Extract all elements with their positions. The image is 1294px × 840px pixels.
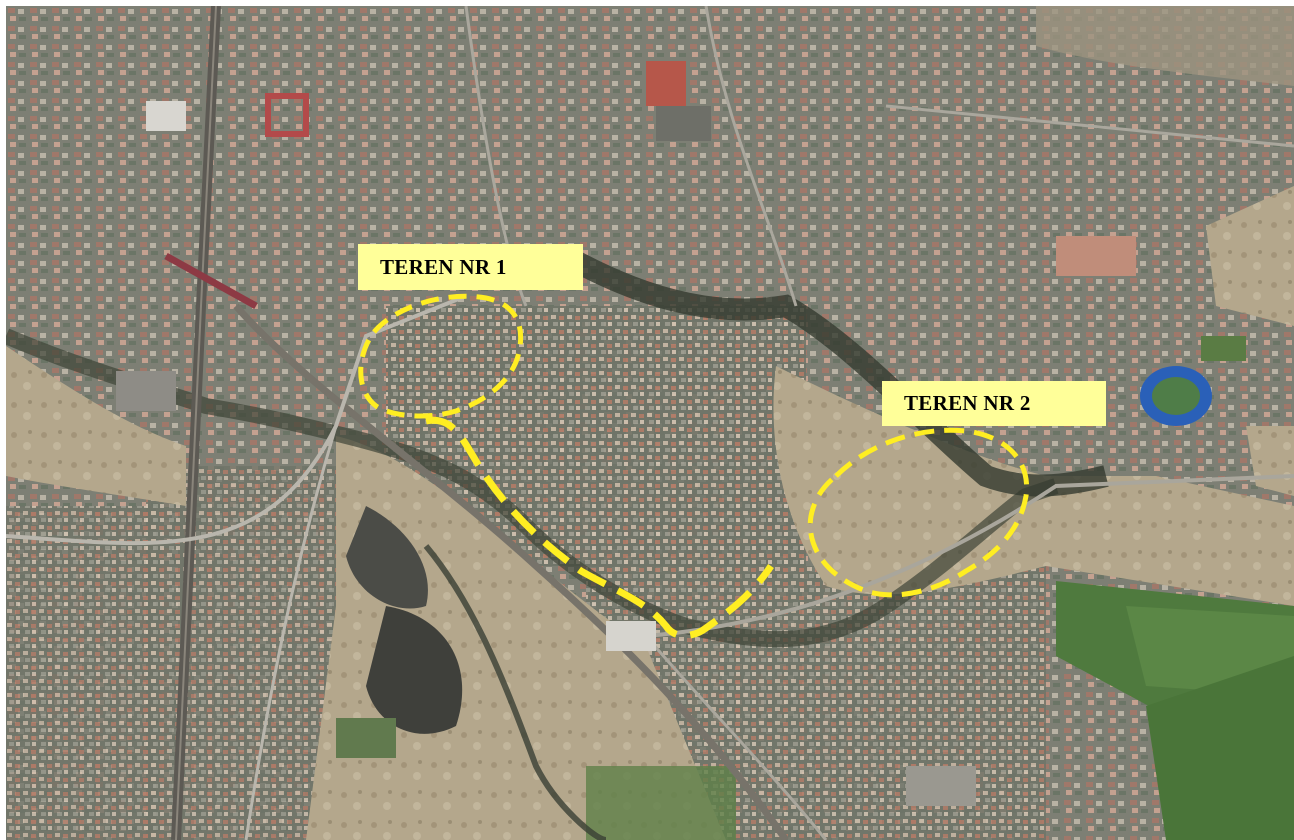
satellite-map[interactable]: TEREN NR 1 TEREN NR 2: [6, 6, 1294, 840]
corridor-boundary: [425, 416, 774, 640]
teren-nr-2-label: TEREN NR 2: [882, 381, 1106, 426]
boundary-overlay: [358, 293, 1030, 640]
teren-nr-2-boundary: [807, 427, 1030, 598]
teren-nr-1-boundary: [358, 293, 524, 419]
teren-nr-1-label: TEREN NR 1: [358, 244, 583, 290]
